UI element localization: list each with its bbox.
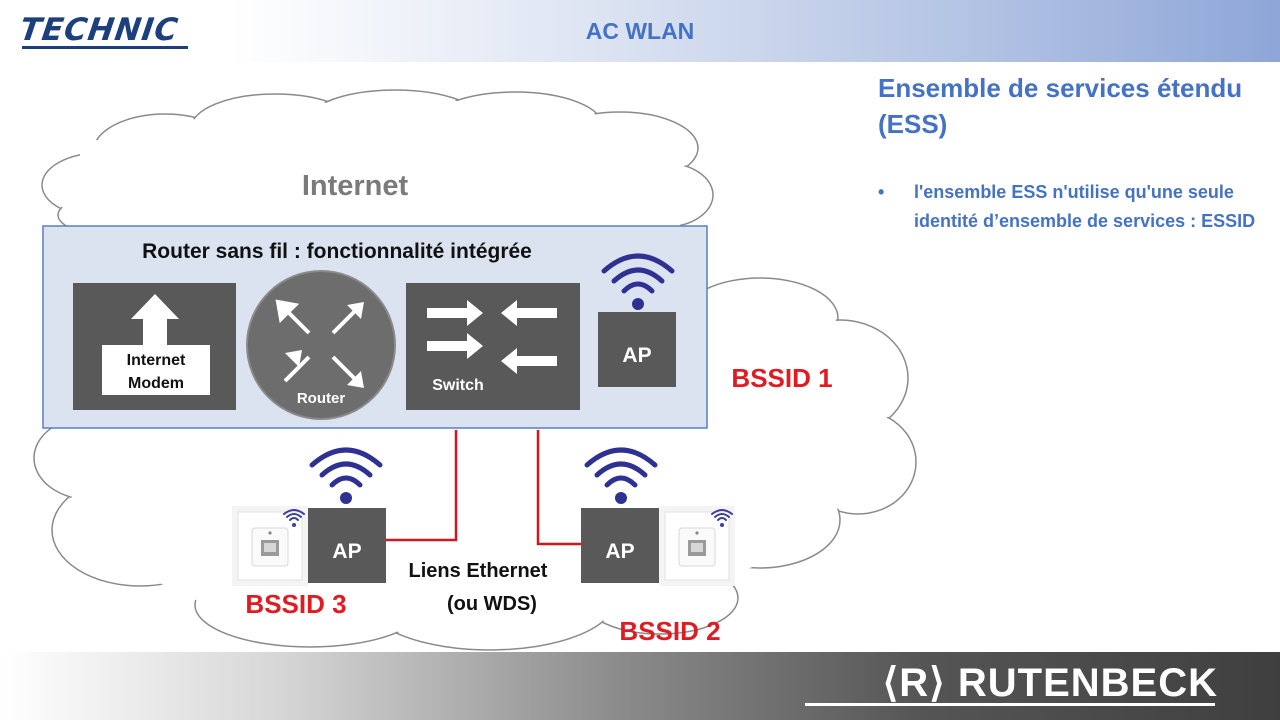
upload-arrow-icon	[131, 294, 179, 346]
bullet-item: • l'ensemble ESS n'utilise qu'une seule …	[878, 178, 1270, 236]
section-title: Ensemble de services étendu (ESS)	[878, 73, 1243, 139]
internet-label: Internet	[302, 170, 409, 202]
bullet-list: • l'ensemble ESS n'utilise qu'une seule …	[878, 178, 1270, 236]
ap-block-integrated	[598, 312, 676, 387]
router-label: Router	[297, 390, 345, 407]
bssid-1-label: BSSID 1	[731, 363, 832, 393]
ap-label-integrated: AP	[622, 344, 651, 367]
modem-label-box	[102, 345, 210, 395]
ap-label-left: AP	[332, 540, 361, 563]
ethernet-link-right	[536, 430, 581, 546]
modem-label-line2: Modem	[128, 375, 184, 392]
rutenbeck-logo: ⟨R⟩ RUTENBECK	[882, 661, 1218, 705]
footer-bar	[0, 652, 1280, 720]
internet-cloud	[41, 89, 714, 238]
header-bar	[0, 0, 1280, 62]
links-label-line2: (ou WDS)	[447, 593, 537, 615]
brand-underline	[805, 703, 1215, 706]
ap-block-left	[308, 508, 386, 583]
router-box-title: Router sans fil : fonctionnalité intégré…	[142, 240, 532, 263]
modem-label-line1: Internet	[127, 352, 186, 369]
switch-label: Switch	[432, 377, 484, 394]
logo-underline	[22, 46, 188, 49]
ap-block-right	[581, 508, 659, 583]
ethernet-link-left	[386, 430, 458, 542]
bullet-text: l'ensemble ESS n'utilise qu'une seule id…	[914, 182, 1256, 231]
links-label-line1: Liens Ethernet	[409, 560, 548, 582]
switch-arrows-icon	[427, 300, 557, 374]
bullet-dot: •	[878, 182, 885, 202]
router-arrows-icon	[275, 299, 364, 388]
bssid-3-label: BSSID 3	[245, 589, 346, 619]
bssid-2-label: BSSID 2	[619, 616, 720, 646]
page-title: AC WLAN	[585, 18, 695, 44]
ap-label-right: AP	[605, 540, 634, 563]
